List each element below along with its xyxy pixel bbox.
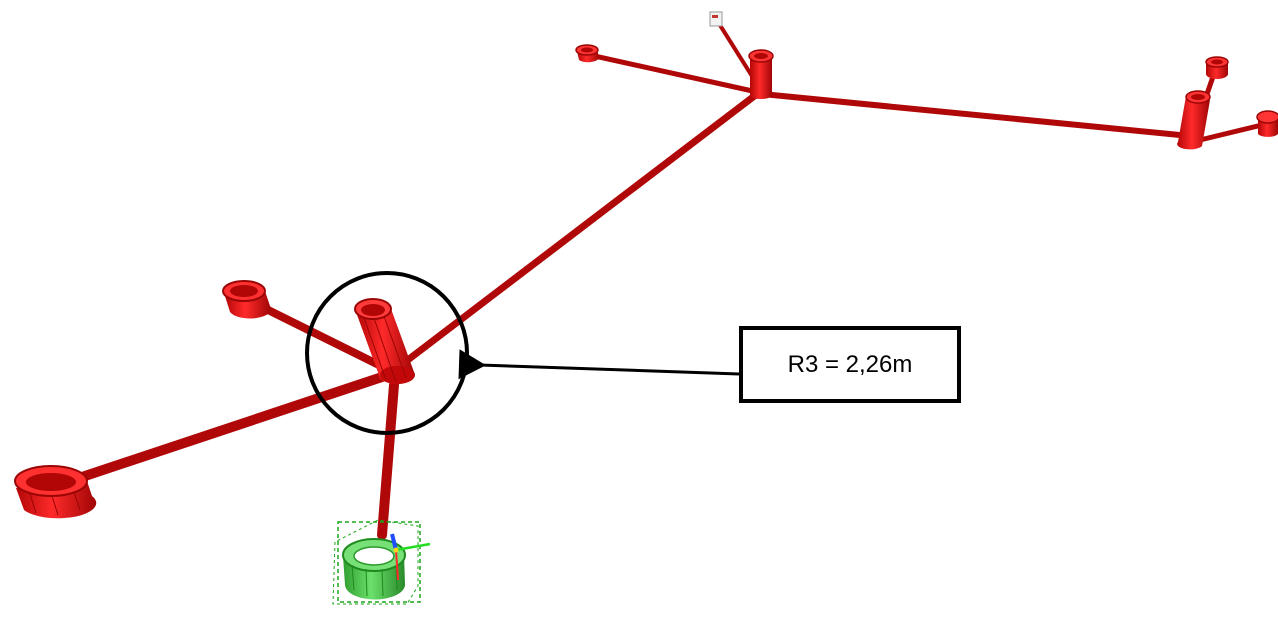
pipe-to-left-chamber[interactable] [244, 296, 389, 372]
selection-box [337, 521, 421, 603]
callout-arrow [458, 349, 740, 380]
chamber-right[interactable] [1177, 90, 1211, 150]
chamber-top-center[interactable] [748, 49, 774, 100]
pipes [53, 20, 1269, 540]
chamber-right-top[interactable] [1205, 56, 1229, 79]
transform-axes-icon[interactable] [390, 533, 431, 581]
callout-box: R3 = 2,26m [739, 326, 961, 403]
pipe-to-selected-chamber[interactable] [377, 380, 399, 540]
chamber-lower-left[interactable] [14, 465, 97, 519]
selected-chamber[interactable] [332, 519, 431, 605]
pipe-top-to-right[interactable] [759, 91, 1193, 139]
pipe-to-lower-left-chamber[interactable] [53, 371, 390, 490]
pipe-right-side[interactable] [1197, 121, 1269, 143]
chamber-left[interactable] [222, 280, 272, 319]
chambers [14, 44, 1278, 519]
chamber-right-edge[interactable] [1256, 110, 1278, 137]
pipe-top-to-small-left[interactable] [587, 52, 760, 95]
pipe-main-diagonal[interactable] [388, 90, 761, 376]
view-cube-icon[interactable] [709, 11, 723, 27]
chamber-small-top-left[interactable] [575, 44, 599, 63]
chamber-r3[interactable] [354, 298, 416, 385]
callout-label: R3 = 2,26m [787, 350, 913, 378]
